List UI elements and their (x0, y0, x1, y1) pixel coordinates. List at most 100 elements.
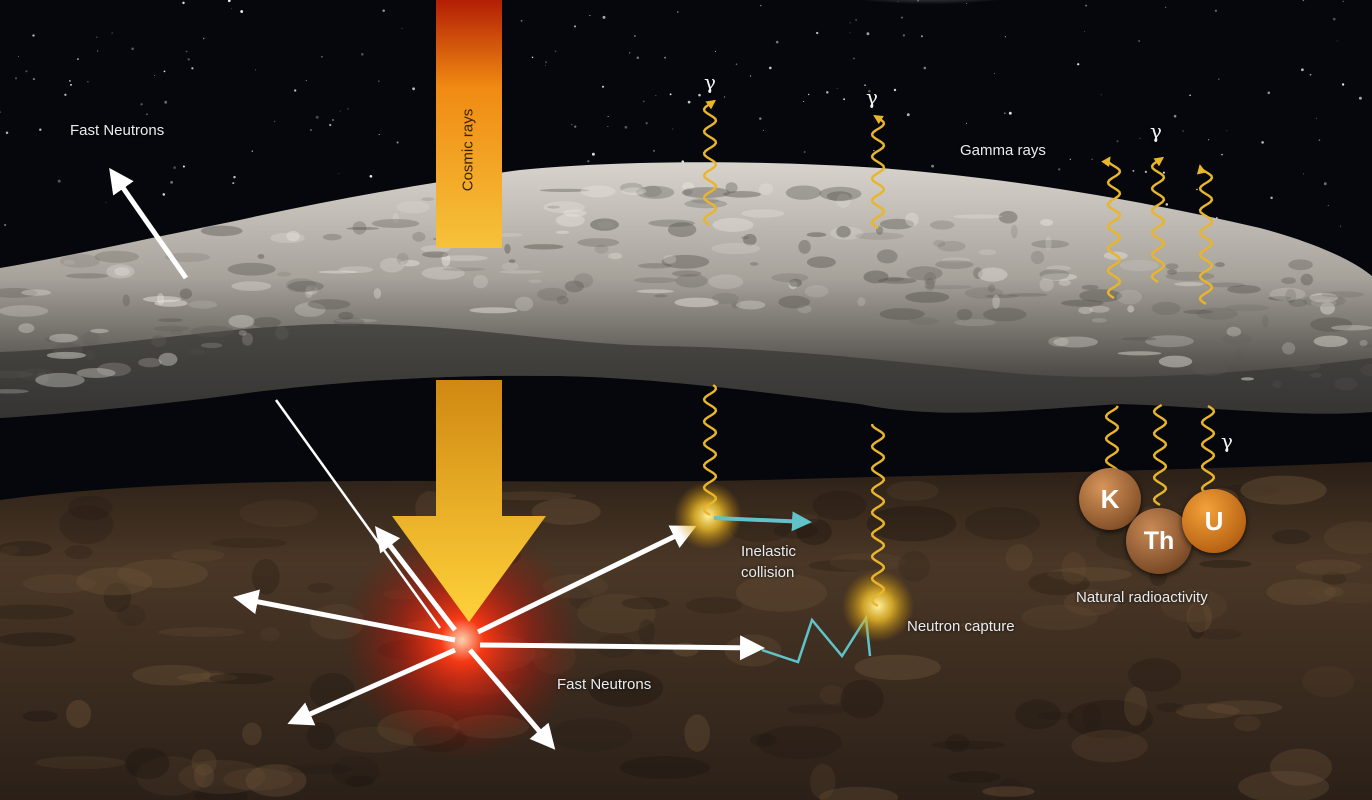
crust-speck (906, 266, 943, 281)
crust-speck (1320, 291, 1365, 298)
star (554, 50, 557, 53)
star (1226, 130, 1228, 132)
crust-speck (682, 182, 695, 191)
soil-blotch (22, 574, 97, 594)
star (607, 125, 609, 127)
star (897, 1, 899, 3)
soil-blotch (1046, 567, 1132, 582)
crust-speck (1272, 380, 1282, 389)
star (629, 52, 631, 54)
star (591, 152, 595, 156)
crust-speck (1224, 304, 1269, 312)
crust-speck (63, 260, 76, 265)
star (855, 19, 857, 21)
soil-blotch (1156, 702, 1184, 712)
crust-speck (338, 311, 354, 320)
crust-speck (21, 289, 51, 296)
soil-blotch (531, 498, 601, 525)
crust-speck (49, 333, 78, 343)
star (1077, 63, 1080, 66)
soil-blotch (1037, 711, 1075, 720)
crust-speck (638, 263, 672, 269)
crust-speck (90, 328, 109, 334)
crust-speck (0, 305, 49, 317)
soil-blotch (0, 541, 52, 557)
crust-speck (200, 342, 223, 348)
crust-speck (992, 294, 1000, 309)
soil-blotch (735, 573, 828, 612)
crust-speck (373, 288, 382, 299)
soil-blotch (66, 699, 92, 729)
crust-speck (789, 278, 802, 287)
crust-speck (547, 205, 560, 209)
star (760, 4, 762, 7)
star (140, 103, 143, 106)
crust-speck (925, 278, 935, 291)
soil-blotch (1295, 559, 1362, 575)
star (412, 87, 415, 91)
soil-blotch (132, 664, 211, 686)
crust-speck (190, 325, 235, 338)
star (361, 53, 364, 56)
crust-speck (523, 244, 564, 250)
star (232, 182, 235, 185)
star (0, 111, 2, 113)
crust-speck (1058, 279, 1071, 287)
star (1091, 158, 1093, 160)
star (866, 32, 870, 36)
star (369, 174, 373, 178)
crust-speck (937, 241, 966, 252)
crust-speck (287, 280, 324, 292)
crust-speck (1191, 362, 1228, 376)
crust-speck (953, 214, 1003, 219)
crust-speck (681, 187, 731, 199)
star (864, 84, 866, 86)
star (97, 50, 99, 52)
crust-speck (333, 317, 365, 327)
crust-speck (400, 260, 420, 267)
potassium-symbol: K (1100, 483, 1120, 514)
star (902, 34, 906, 37)
crust-speck (1313, 335, 1348, 347)
star (853, 57, 855, 60)
star (645, 122, 648, 125)
crust-speck (228, 314, 255, 328)
star (636, 56, 640, 60)
inelastic-collision-glow (674, 482, 742, 550)
crust-speck (683, 188, 693, 196)
crust-speck (277, 271, 291, 277)
star (1165, 203, 1169, 206)
crust-speck (1040, 219, 1054, 226)
crust-speck (158, 352, 178, 366)
star (154, 74, 156, 77)
crust-speck (1331, 325, 1372, 331)
crust-speck (142, 296, 182, 303)
crust-speck (504, 243, 511, 254)
crust-speck (179, 288, 192, 300)
star (669, 93, 672, 96)
crust-speck (286, 230, 300, 242)
star (849, 22, 851, 24)
star (401, 27, 403, 29)
crust-speck (1078, 306, 1093, 315)
crust-speck (1091, 318, 1107, 323)
soil-blotch (840, 679, 884, 719)
crust-speck (114, 267, 130, 277)
crust-speck (0, 370, 34, 379)
crust-speck (608, 252, 623, 260)
natural-radioactivity-label: Natural radioactivity (1076, 589, 1208, 606)
soil-blotch (103, 582, 132, 613)
star (1004, 112, 1006, 114)
crust-speck (151, 335, 167, 347)
soil-blotch (345, 775, 374, 787)
star (1221, 153, 1223, 156)
crust-speck (555, 230, 570, 234)
soil-blotch (1128, 658, 1182, 692)
star (339, 110, 341, 112)
star (164, 100, 168, 104)
crust-speck (231, 281, 272, 291)
crust-speck (379, 257, 405, 273)
star (1267, 91, 1271, 95)
crust-speck (964, 287, 1004, 299)
crust-speck (877, 277, 917, 284)
